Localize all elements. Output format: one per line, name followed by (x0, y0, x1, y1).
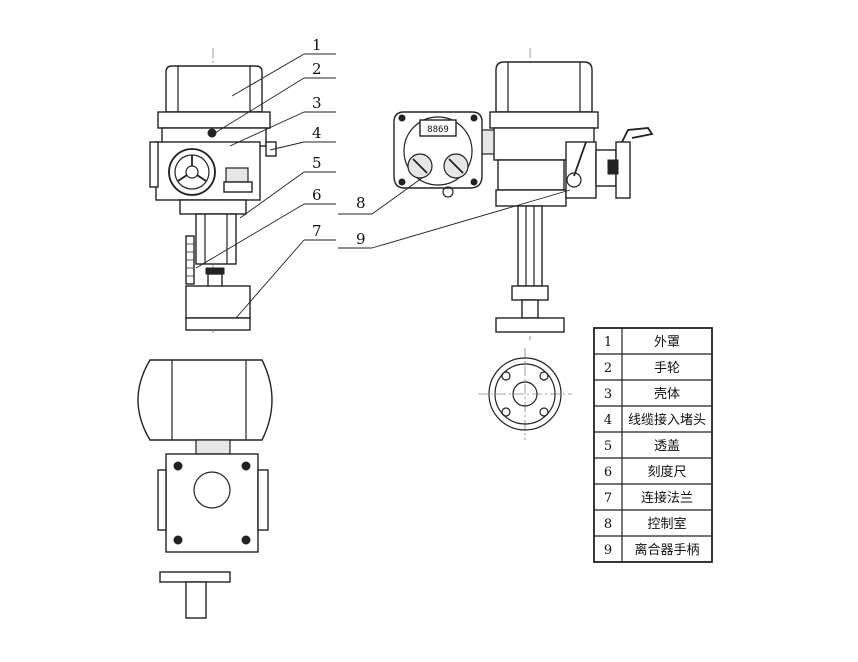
table-row-9-no: 9 (604, 543, 612, 558)
callout-1: 1 (312, 36, 322, 54)
callout-3: 3 (312, 94, 322, 112)
callout-2: 2 (312, 60, 322, 78)
display-reading: 8869 (427, 125, 449, 135)
side-view (477, 48, 654, 340)
front-view (149, 48, 277, 335)
callout-7: 7 (312, 222, 322, 240)
table-row-3-no: 3 (604, 387, 612, 402)
table-row-8-no: 8 (604, 517, 612, 532)
table-row-4-name: 线缆接入堵头 (628, 412, 706, 428)
callout-8: 8 (356, 194, 366, 212)
table-row-5-name: 透盖 (654, 439, 680, 454)
callout-5: 5 (312, 154, 322, 172)
table-row-7-no: 7 (604, 491, 612, 506)
callout-4: 4 (312, 124, 322, 142)
callout-6: 6 (312, 186, 322, 204)
table-row-3-name: 壳体 (654, 387, 680, 402)
table-row-1-no: 1 (604, 335, 612, 350)
callout-leaders (195, 53, 571, 319)
table-row-2-no: 2 (604, 361, 612, 376)
table-row-6-no: 6 (604, 465, 612, 480)
table-row-1-name: 外罩 (654, 335, 680, 350)
table-row-7-name: 连接法兰 (641, 490, 693, 506)
table-row-5-no: 5 (604, 439, 612, 454)
parts-table: 1 外罩 2 手轮 3 壳体 4 线缆接入堵头 5 透盖 6 刻度尺 7 连接法… (593, 327, 713, 563)
table-row-8-name: 控制室 (647, 516, 686, 532)
table-row-6-name: 刻度尺 (647, 464, 686, 480)
top-view (137, 359, 273, 619)
control-box: 8869 (393, 111, 483, 198)
table-row-2-name: 手轮 (654, 361, 680, 376)
table-row-9-name: 离合器手柄 (634, 542, 699, 558)
callout-numbers: 1 2 3 4 5 6 7 8 9 (312, 36, 366, 248)
table-row-4-no: 4 (604, 413, 612, 428)
flange-view (478, 348, 572, 440)
callout-9: 9 (356, 230, 366, 248)
